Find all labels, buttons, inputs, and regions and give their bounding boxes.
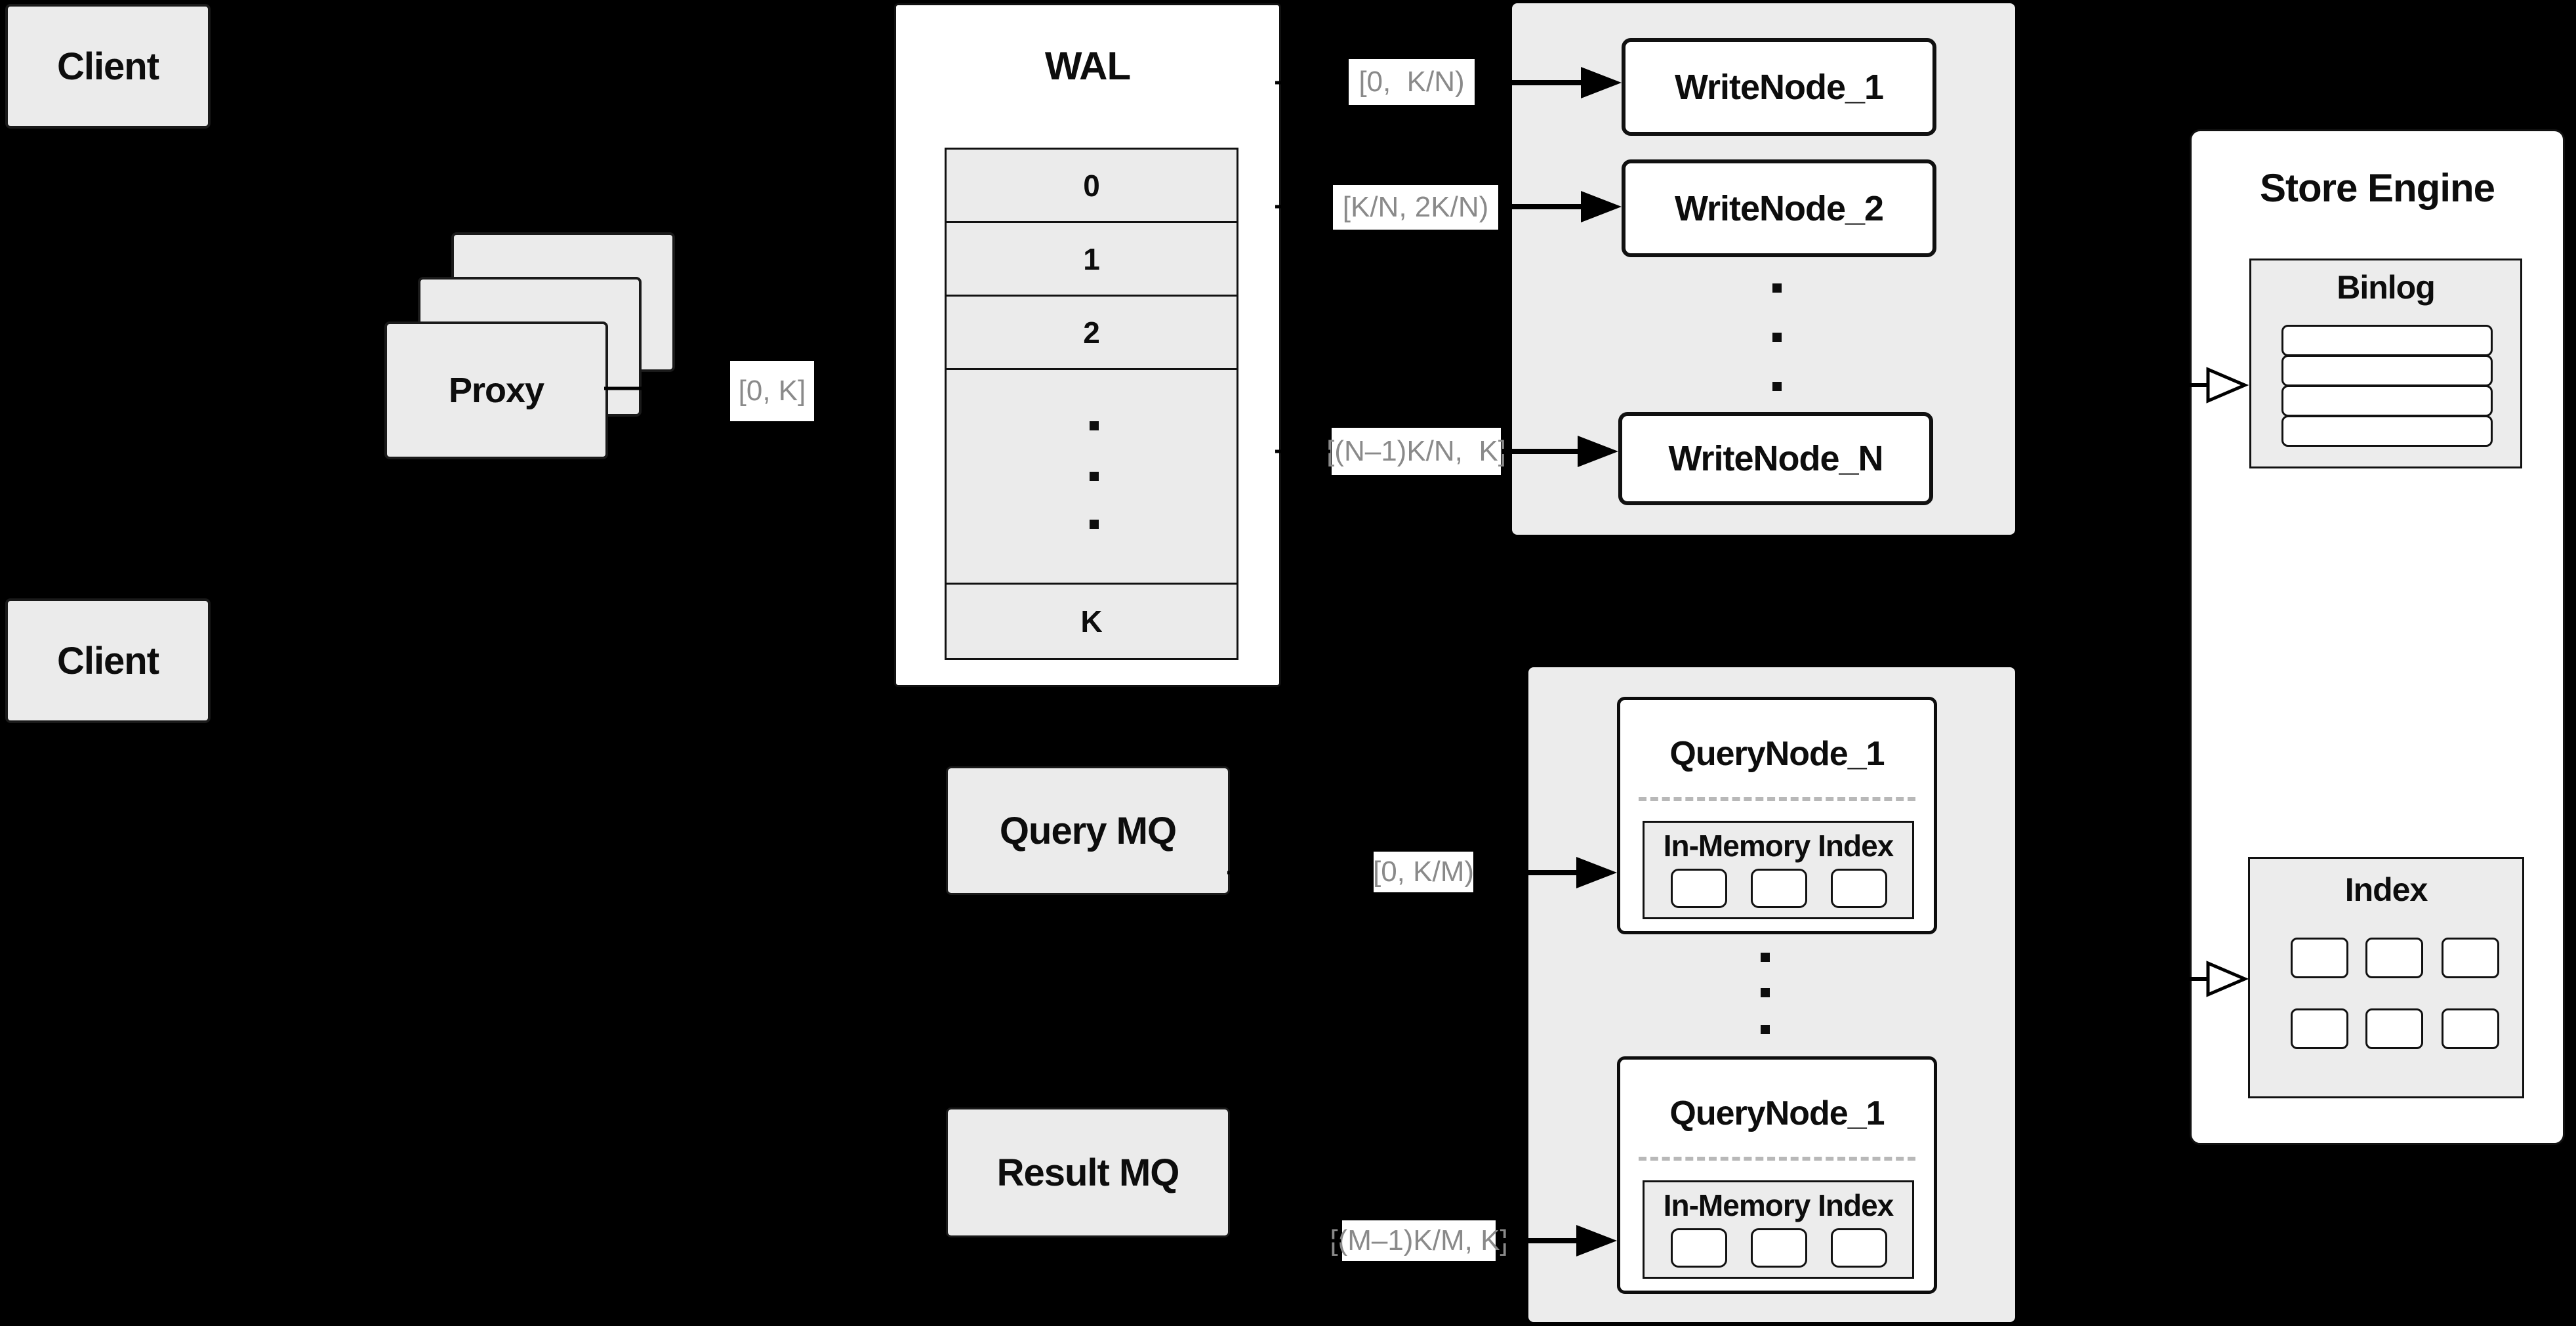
index-square [2442,938,2499,978]
index-square [2365,1008,2423,1049]
proxy-box-front: Proxy [384,321,608,459]
ellipsis-dot [1090,520,1099,529]
client-bottom-box: Client [5,598,211,723]
ellipsis-dot [1761,988,1770,997]
wal-row-2: 2 [945,295,1238,370]
client-bottom-label: Client [56,639,159,682]
range-label-wn1: [0, K/N) [1349,59,1475,105]
ellipsis-dot [1772,333,1782,342]
segment-square [1751,869,1807,908]
write-node-1-label: WriteNode_1 [1674,67,1884,107]
ellipsis-dot [1090,421,1099,430]
in-memory-index-1-title: In-Memory Index [1663,829,1894,863]
wal-row-k-label: K [1080,604,1103,638]
store-engine-title: Store Engine [2259,166,2495,210]
binlog-box: Binlog [2249,259,2522,468]
range-label-wn2: [K/N, 2K/N) [1333,185,1498,230]
query-mq-box: Query MQ [946,766,1230,895]
wal-row-0-label: 0 [1083,168,1100,203]
dashed-divider [1639,1157,1915,1161]
query-node-1-title: QueryNode_1 [1669,735,1885,773]
in-memory-index-2-box: In-Memory Index [1643,1180,1914,1279]
binlog-row [2281,325,2493,356]
segment-square [1671,1228,1727,1268]
query-node-1-box: QueryNode_1 In-Memory Index [1617,697,1937,934]
store-engine-box: Store Engine Binlog Index [2190,129,2565,1145]
index-title: Index [2344,871,2428,908]
segment-square [1831,1228,1887,1268]
wal-title: WAL [1044,44,1131,88]
result-mq-box: Result MQ [946,1108,1230,1237]
range-label-qn1: [0, K/M) [1372,852,1475,892]
range-label-qn1-text: [0, K/M) [1372,856,1475,888]
client-top-label: Client [56,45,159,88]
segment-square [1671,869,1727,908]
wal-row-2-label: 2 [1083,315,1100,350]
index-square [2291,1008,2348,1049]
ellipsis-dot [1090,472,1099,481]
index-box: Index [2248,857,2524,1098]
ellipsis-dot [1761,953,1770,962]
proxy-label: Proxy [448,371,544,410]
binlog-row [2281,355,2493,386]
range-label-wn1-text: [0, K/N) [1359,66,1465,98]
client-top-box: Client [5,4,211,129]
range-label-proxy-out: [0, K] [730,361,814,421]
index-square [2291,938,2348,978]
segment-square [1751,1228,1807,1268]
range-label-wnn-text: [(N–1)K/N, K] [1326,435,1506,467]
wal-row-k: K [945,583,1238,660]
range-label-proxy-out-text: [0, K] [738,375,806,407]
wal-row-0: 0 [945,148,1238,223]
ellipsis-dot [1761,1025,1770,1034]
binlog-title: Binlog [2337,269,2436,306]
range-label-qn2: [(M–1)K/M, K] [1330,1220,1508,1261]
binlog-row [2281,385,2493,417]
ellipsis-dot [1772,283,1782,293]
write-node-1-box: WriteNode_1 [1622,38,1936,136]
wal-row-ellipsis [945,368,1238,585]
in-memory-index-1-box: In-Memory Index [1643,821,1914,919]
range-label-wnn: [(N–1)K/N, K] [1326,428,1506,475]
ellipsis-dot [1772,382,1782,391]
wal-row-1-label: 1 [1083,241,1100,276]
query-mq-label: Query MQ [999,809,1177,852]
in-memory-index-2-title: In-Memory Index [1663,1188,1894,1222]
write-node-2-label: WriteNode_2 [1674,188,1884,228]
segment-square [1831,869,1887,908]
result-mq-label: Result MQ [996,1151,1180,1194]
write-node-2-box: WriteNode_2 [1622,159,1936,257]
index-square [2442,1008,2499,1049]
range-label-wn2-text: [K/N, 2K/N) [1342,191,1489,223]
index-square [2365,938,2423,978]
range-label-qn2-text: [(M–1)K/M, K] [1330,1224,1508,1256]
wal-row-1: 1 [945,221,1238,297]
write-node-n-label: WriteNode_N [1668,439,1883,478]
query-node-2-title: QueryNode_1 [1669,1094,1885,1132]
query-node-2-box: QueryNode_1 In-Memory Index [1617,1056,1937,1294]
dashed-divider [1639,797,1915,801]
binlog-row [2281,415,2493,447]
wal-box: WAL 0 1 2 K [894,3,1281,687]
write-node-n-box: WriteNode_N [1618,412,1933,505]
